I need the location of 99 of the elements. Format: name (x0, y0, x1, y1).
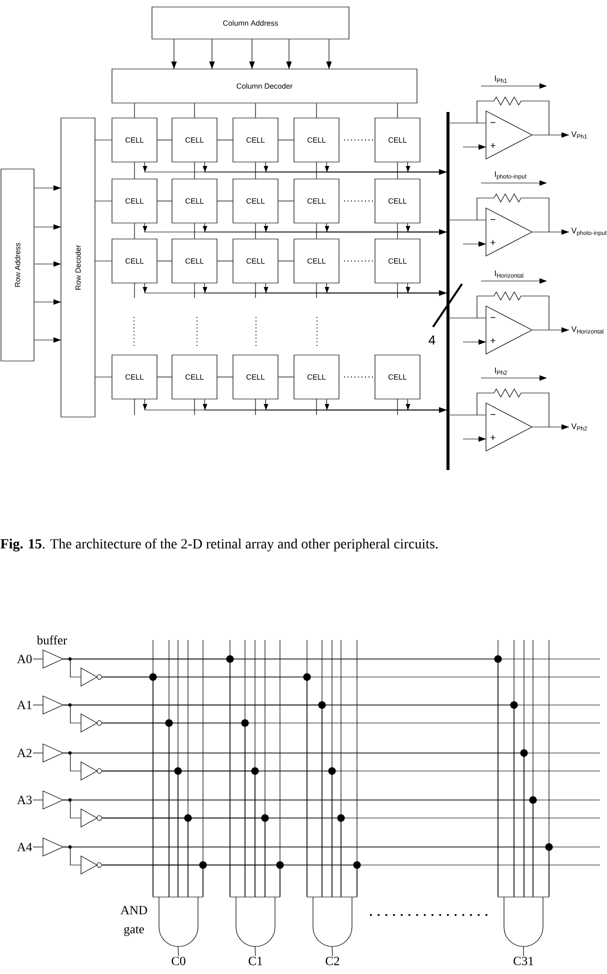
arrow (532, 327, 570, 333)
wire (397, 223, 398, 239)
arrow (34, 185, 61, 191)
wire (255, 162, 256, 179)
and-gate-symbol (152, 896, 204, 947)
wire (316, 162, 317, 179)
wire (134, 103, 135, 118)
output-label: $\mathsf{V}_{\mathsf{Ph2}}$ (571, 423, 587, 431)
current-label: $\mathsf{I}_{\mathsf{Horizontal}}$ (495, 270, 524, 278)
input-label: A2 (17, 748, 32, 758)
wire (255, 223, 256, 239)
wire (450, 414, 486, 416)
wire (102, 814, 345, 897)
wire (102, 673, 311, 897)
wire (102, 767, 336, 897)
current-label: $\mathsf{I}_{\mathsf{Ph2}}$ (495, 368, 507, 375)
wire (194, 223, 195, 239)
wire (63, 701, 518, 897)
input-arrow (462, 436, 486, 442)
wire (178, 946, 179, 956)
arrow (34, 224, 61, 230)
wire (157, 200, 172, 202)
wire (332, 946, 333, 956)
wire (157, 376, 172, 378)
arrow (34, 261, 61, 267)
wire (194, 103, 195, 118)
input-label: A4 (17, 842, 32, 852)
wire (450, 122, 486, 124)
wire (397, 103, 398, 118)
buffer-symbol (42, 650, 64, 668)
buffer-symbol (42, 838, 64, 856)
wire (63, 796, 537, 897)
output-arrow (406, 223, 446, 235)
arrow (209, 39, 215, 69)
bus-width-label: 4 (428, 336, 436, 344)
input-label: A1 (17, 700, 32, 710)
buffer-label: buffer (36, 636, 68, 644)
arrow (34, 337, 61, 343)
arrow (532, 424, 570, 430)
output-label: $\mathsf{V}_{\mathsf{Horizontal}}$ (571, 326, 604, 334)
wire (32, 752, 43, 754)
input-arrow (462, 144, 486, 150)
wire (278, 376, 294, 378)
wire (95, 260, 112, 262)
arrow (286, 39, 292, 69)
wire (134, 162, 135, 179)
wire (316, 223, 317, 239)
wire (397, 162, 398, 179)
wire (523, 946, 524, 956)
input-label: A3 (17, 796, 32, 804)
output-label: $\mathsf{V}_{\mathsf{photo\text{-}input}}$ (571, 228, 607, 236)
arrow (326, 39, 332, 69)
wire (217, 260, 233, 262)
output-arrow (406, 399, 446, 413)
output-label: C31 (514, 956, 534, 966)
input-arrow (462, 339, 486, 345)
and-gate-symbol (498, 896, 550, 947)
wire (32, 658, 43, 660)
wire (316, 103, 317, 118)
wire (63, 655, 502, 897)
output-label: C0 (172, 956, 186, 966)
arrow (532, 132, 570, 138)
and-gate-symbol (230, 896, 280, 947)
arrow (34, 299, 61, 305)
buffer-symbol (42, 696, 64, 714)
input-label: A0 (17, 654, 32, 664)
buffer-symbol (42, 744, 64, 762)
wire (278, 200, 294, 202)
wire (217, 376, 233, 378)
wire (157, 260, 172, 262)
output-label: C1 (248, 956, 262, 966)
buffer-symbol (42, 790, 64, 810)
wire (102, 719, 249, 897)
current-label: $\mathsf{I}_{\mathsf{photo\text{-}input}}$ (495, 171, 526, 180)
wire (217, 200, 233, 202)
wire (134, 223, 135, 239)
current-label: $\mathsf{I}_{\mathsf{Ph1}}$ (495, 76, 507, 83)
wire (32, 846, 43, 848)
input-arrow (462, 241, 486, 247)
gate-label: AND gate (120, 906, 148, 936)
arrow (532, 229, 570, 235)
wire (63, 843, 553, 897)
caption: Fig. 15. The architecture of the 2-D retinal array and other peripheral circuits. (0, 538, 438, 552)
and-gate-symbol (306, 896, 358, 947)
wire (194, 162, 195, 179)
arrow (171, 39, 177, 69)
wire (102, 861, 361, 897)
arrow (249, 39, 255, 69)
wire (95, 200, 112, 202)
wire (95, 376, 112, 378)
wire (255, 103, 256, 118)
wire (278, 260, 294, 262)
output-arrow (406, 162, 446, 175)
wire (32, 704, 43, 706)
wire (254, 946, 256, 956)
output-label: C2 (326, 956, 340, 966)
output-label: $\mathsf{V}_{\mathsf{Ph1}}$ (571, 131, 587, 139)
wire (63, 749, 528, 897)
output-arrow (406, 283, 446, 296)
